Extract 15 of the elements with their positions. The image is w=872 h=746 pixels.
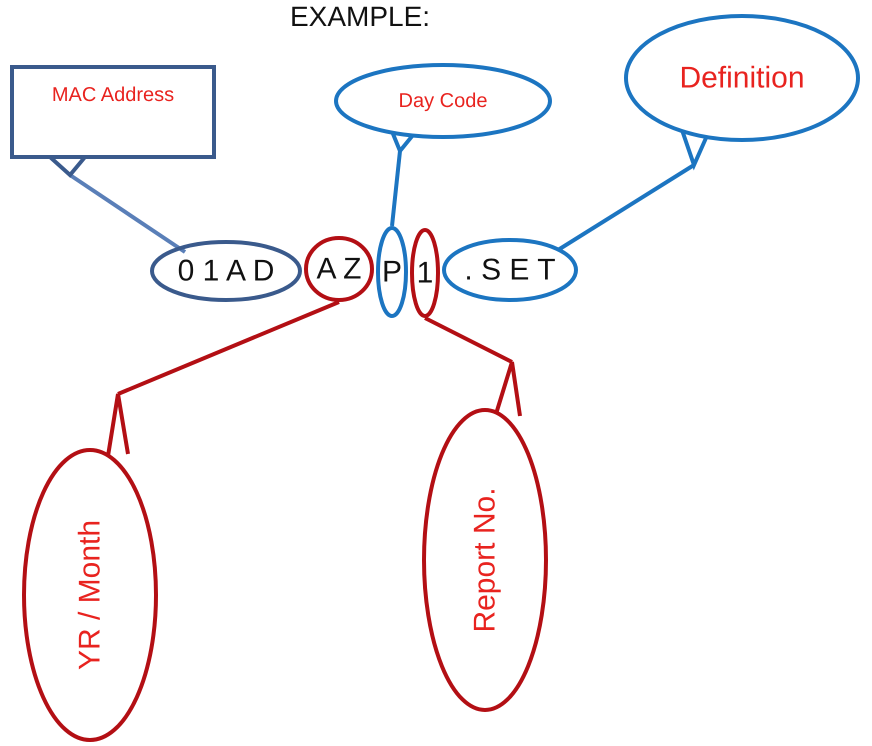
code-characters: P <box>382 256 402 288</box>
callout-label: YR / Month <box>74 520 106 670</box>
leader-line <box>117 300 340 396</box>
callout-label: Day Code <box>398 90 488 112</box>
callout-label: Report No. <box>468 487 502 633</box>
leader-line <box>68 173 186 254</box>
code-characters: . S E T <box>464 254 556 286</box>
leader-line <box>390 150 402 226</box>
code-characters: A Z <box>316 252 362 286</box>
code-characters: 1 <box>416 256 434 290</box>
callout-label: MAC Address <box>52 84 174 106</box>
leader-line <box>556 163 696 252</box>
code-characters: 0 1 A D <box>178 254 274 288</box>
diagram-title: EXAMPLE: <box>290 2 430 33</box>
leader-line <box>424 316 513 364</box>
